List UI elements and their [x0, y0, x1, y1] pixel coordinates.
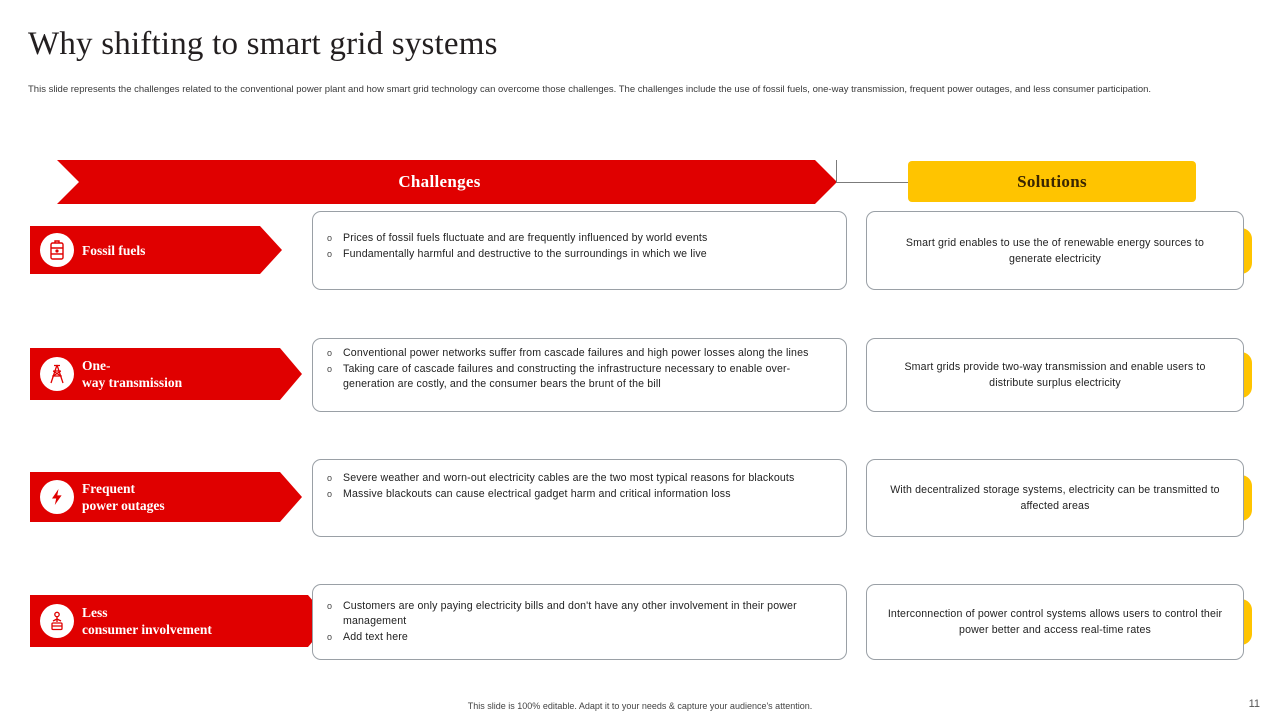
- solution-box-3: With decentralized storage systems, elec…: [866, 459, 1244, 537]
- challenge-box-1: Prices of fossil fuels fluctuate and are…: [312, 211, 847, 290]
- row-label-fossil-fuels[interactable]: Fossil fuels: [30, 226, 282, 274]
- challenge-bullet-list-1: Prices of fossil fuels fluctuate and are…: [323, 231, 832, 262]
- challenge-box-4: Customers are only paying electricity bi…: [312, 584, 847, 660]
- challenge-bullet: Massive blackouts can cause electrical g…: [323, 487, 832, 502]
- banner-solutions-label: Solutions: [1017, 171, 1087, 191]
- row-label-line2: consumer involvement: [82, 622, 212, 637]
- row-label-frequent-power-outages[interactable]: Frequent power outages: [30, 472, 302, 522]
- page-subtitle: This slide represents the challenges rel…: [28, 84, 1152, 95]
- challenge-bullet: Conventional power networks suffer from …: [323, 346, 832, 361]
- challenge-bullet-list-3: Severe weather and worn-out electricity …: [323, 471, 832, 502]
- solution-text: With decentralized storage systems, elec…: [890, 484, 1220, 512]
- fuel-barrel-icon: [40, 233, 74, 267]
- banner-solutions: Solutions: [908, 161, 1196, 202]
- solution-text: Smart grids provide two-way transmission…: [904, 361, 1206, 389]
- solution-box-1: Smart grid enables to use the of renewab…: [866, 211, 1244, 290]
- challenge-bullet: Customers are only paying electricity bi…: [323, 599, 832, 629]
- challenge-bullet-list-2: Conventional power networks suffer from …: [323, 346, 832, 392]
- challenge-bullet: Taking care of cascade failures and cons…: [323, 362, 832, 392]
- row-label-line2: power outages: [82, 498, 165, 513]
- footer-note: This slide is 100% editable. Adapt it to…: [467, 701, 813, 711]
- solution-box-2: Smart grids provide two-way transmission…: [866, 338, 1244, 412]
- lightning-bolt-icon: [40, 480, 74, 514]
- solution-box-4: Interconnection of power control systems…: [866, 584, 1244, 660]
- banner-challenges: Challenges: [57, 160, 837, 204]
- row-label-line1: Frequent: [82, 481, 135, 496]
- row-label-line1: Less: [82, 605, 108, 620]
- solution-text: Smart grid enables to use the of renewab…: [905, 236, 1205, 265]
- row-label-line2: way transmission: [82, 375, 183, 390]
- page-title: Why shifting to smart grid systems: [28, 26, 498, 62]
- challenge-box-2: Conventional power networks suffer from …: [312, 338, 847, 412]
- page-number: 11: [1248, 698, 1260, 710]
- challenge-bullet: Add text here: [323, 630, 832, 645]
- row-label-line1: One-: [82, 358, 111, 373]
- row-label-less-consumer-involvement[interactable]: Less consumer involvement: [30, 595, 330, 647]
- challenge-bullet: Prices of fossil fuels fluctuate and are…: [323, 231, 832, 246]
- row-label-one-way-transmission[interactable]: One- way transmission: [30, 348, 302, 400]
- solution-text: Interconnection of power control systems…: [887, 608, 1223, 636]
- connector-line: [836, 182, 910, 183]
- banner-challenges-label: Challenges: [398, 172, 481, 191]
- challenge-bullet-list-4: Customers are only paying electricity bi…: [323, 599, 832, 645]
- challenge-box-3: Severe weather and worn-out electricity …: [312, 459, 847, 537]
- challenge-bullet: Fundamentally harmful and destructive to…: [323, 247, 832, 262]
- connector-line-vertical: [836, 160, 837, 183]
- row-label-line1: Fossil fuels: [82, 242, 146, 258]
- consumer-person-icon: [40, 604, 74, 638]
- challenge-bullet: Severe weather and worn-out electricity …: [323, 471, 832, 486]
- transmission-tower-icon: [40, 357, 74, 391]
